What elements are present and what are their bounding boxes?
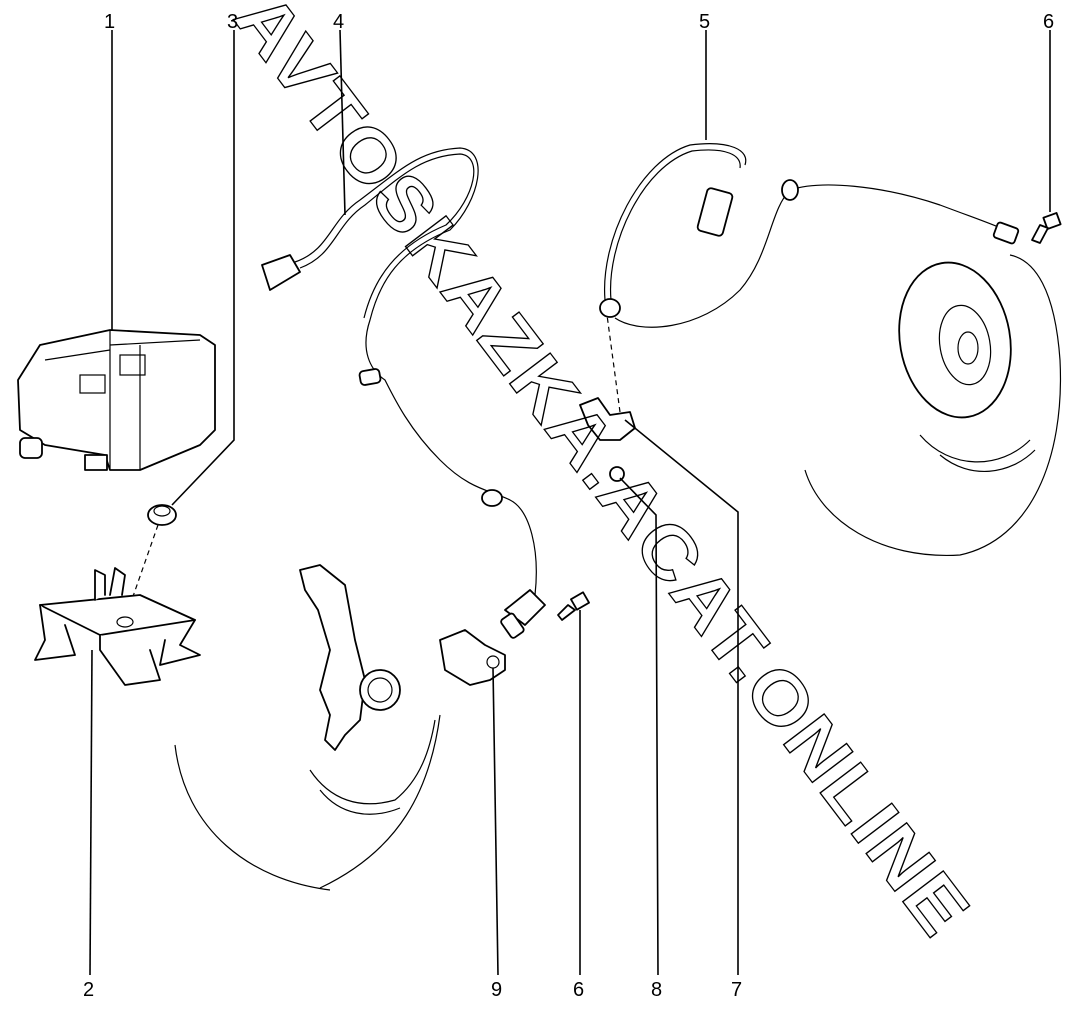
callout-8: 8 <box>651 979 662 1001</box>
clip <box>609 466 625 482</box>
bolt-rear <box>1031 212 1062 244</box>
abs-unit <box>17 329 216 471</box>
callout-6-bottom: 6 <box>573 979 584 1001</box>
callout-3: 3 <box>227 11 238 33</box>
grommet <box>129 504 177 606</box>
bolt-front <box>557 591 590 621</box>
rear-disc-tyre <box>804 254 1062 557</box>
steering-knuckle <box>299 564 401 751</box>
abs-bracket <box>34 567 201 686</box>
callout-7: 7 <box>731 979 742 1001</box>
front-tyre <box>174 714 441 891</box>
callout-2: 2 <box>83 979 94 1001</box>
sensor-holder <box>439 629 506 686</box>
front-wheel-sensor <box>261 147 546 639</box>
callout-9: 9 <box>491 979 502 1001</box>
callout-1: 1 <box>104 11 115 33</box>
leader-lines <box>89 29 1051 976</box>
callout-4: 4 <box>333 11 344 33</box>
callout-6-top: 6 <box>1043 11 1054 33</box>
watermark: AVTOSKAZKA.ACAT.ONLINE <box>219 0 986 952</box>
callout-5: 5 <box>699 11 710 33</box>
rear-wheel-sensor <box>599 143 1020 328</box>
